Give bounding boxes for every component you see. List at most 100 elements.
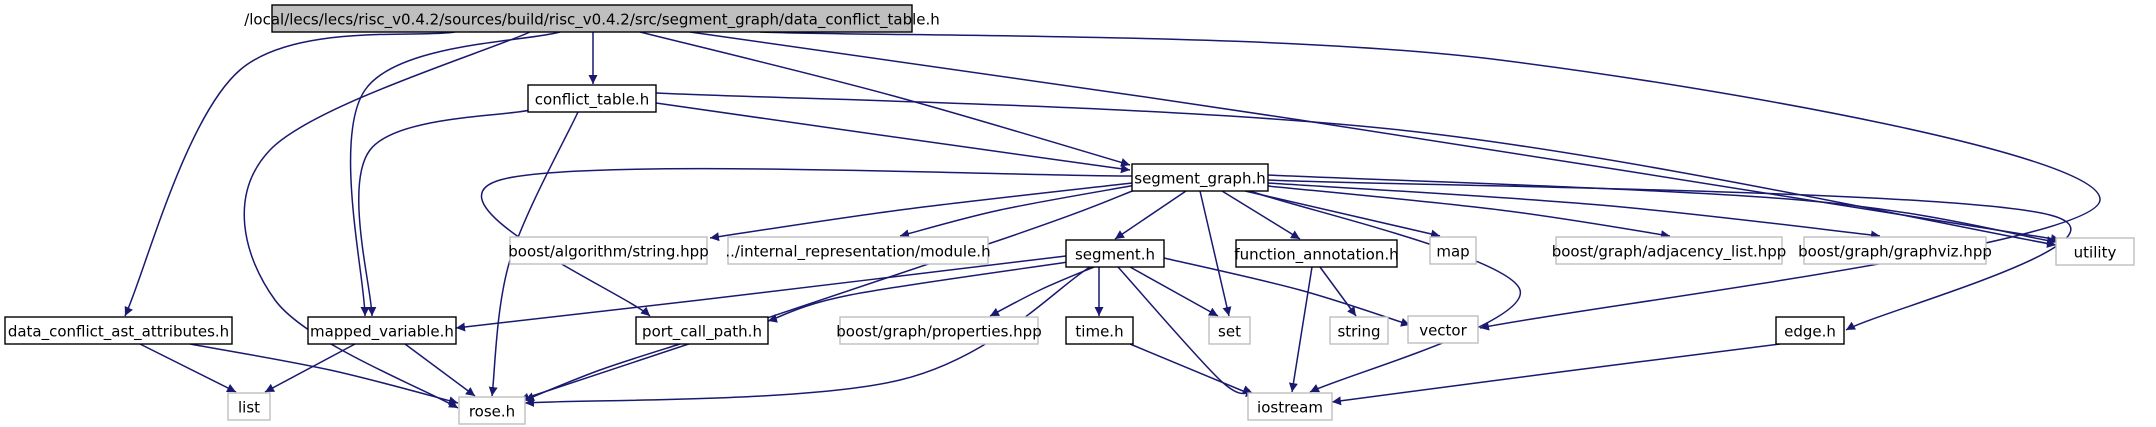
- node-set: set: [1208, 316, 1251, 345]
- node-boost_props: boost/graph/properties.hpp: [836, 316, 1042, 345]
- node-label: boost/algorithm/string.hpp: [508, 243, 708, 261]
- edge-root-to-vector: [759, 31, 2101, 331]
- node-list: list: [227, 392, 271, 421]
- edge-segment-to-mapped_variable: [455, 255, 1067, 332]
- edge-segment_graph-to-map: [1244, 190, 1441, 239]
- node-box: [839, 316, 1039, 345]
- node-time[interactable]: time.h: [1065, 316, 1134, 345]
- edge-segment_graph-to-boost_algo: [709, 182, 1133, 242]
- edge-time-to-iostream: [1129, 343, 1256, 397]
- node-box: [458, 396, 526, 425]
- node-internal_module: ../internal_representation/module.h: [725, 236, 991, 265]
- edge-segment-to-port_call_path: [767, 261, 1069, 323]
- edge-segment-to-iostream: [1117, 266, 1253, 395]
- edge-root-to-segment_graph: [639, 31, 1131, 167]
- node-label: ../internal_representation/module.h: [725, 243, 990, 262]
- node-box: [1803, 236, 1987, 265]
- edge-segment-to-vector: [1163, 257, 1411, 327]
- node-segment[interactable]: segment.h: [1065, 239, 1165, 268]
- edge-conflict_table-to-segment_graph: [655, 102, 1131, 174]
- edge-mapped_variable-to-rose: [404, 343, 476, 397]
- node-mapped_variable[interactable]: mapped_variable.h: [307, 316, 457, 345]
- edge-segment_graph-to-port_call_path: [480, 167, 1133, 317]
- node-label: boost/graph/adjacency_list.hpp: [1552, 243, 1787, 262]
- node-root[interactable]: /local/lecs/lecs/risc_v0.4.2/sources/bui…: [244, 4, 940, 33]
- node-box: [1775, 316, 1845, 345]
- edge-segment_graph-to-internal_module: [899, 184, 1137, 239]
- node-box: [1235, 239, 1398, 268]
- node-box: [1131, 163, 1269, 192]
- node-boost_algo: boost/algorithm/string.hpp: [508, 236, 709, 265]
- node-adjacency: boost/graph/adjacency_list.hpp: [1552, 236, 1787, 265]
- node-box: [1429, 236, 1477, 265]
- node-vector: vector: [1407, 315, 1479, 344]
- node-label: boost/graph/properties.hpp: [836, 323, 1041, 341]
- edge-segment_graph-to-iostream: [1249, 190, 1521, 393]
- node-label: segment.h: [1075, 246, 1155, 264]
- edge-edge-to-iostream: [1331, 343, 1781, 406]
- edge-function_annotation-to-string: [1319, 266, 1357, 317]
- node-label: segment_graph.h: [1134, 170, 1265, 189]
- node-label: function_annotation.h: [1234, 246, 1398, 265]
- edge-segment_graph-to-adjacency: [1267, 185, 1671, 240]
- node-edge[interactable]: edge.h: [1775, 316, 1845, 345]
- edge-function_annotation-to-iostream: [1288, 266, 1313, 393]
- node-label: data_conflict_ast_attributes.h: [8, 323, 229, 342]
- node-label: iostream: [1257, 399, 1323, 417]
- edge-segment_graph-to-utility: [1267, 174, 2057, 245]
- edge-root-to-utility: [689, 31, 2061, 244]
- node-box: [271, 4, 913, 33]
- edge-segment_graph-to-graphviz: [1267, 182, 1881, 240]
- node-utility: utility: [2055, 237, 2135, 266]
- edges-layer: [124, 31, 2101, 409]
- node-box: [1329, 316, 1389, 345]
- node-box: [635, 316, 769, 345]
- node-string: string: [1329, 316, 1389, 345]
- nodes-layer: /local/lecs/lecs/risc_v0.4.2/sources/bui…: [4, 4, 2135, 425]
- node-box: [307, 316, 457, 345]
- edge-segment-to-set: [1129, 266, 1219, 317]
- edge-data_conflict_ast-to-list: [139, 343, 237, 393]
- node-segment_graph[interactable]: segment_graph.h: [1131, 163, 1269, 192]
- edge-mapped_variable-to-list: [264, 343, 356, 393]
- node-label: utility: [2074, 244, 2117, 262]
- node-map: map: [1429, 236, 1477, 265]
- node-box: [1555, 236, 1783, 265]
- edge-root-to-mapped_variable: [349, 31, 561, 317]
- node-port_call_path[interactable]: port_call_path.h: [635, 316, 769, 345]
- edge-root-to-rose: [243, 31, 531, 409]
- node-label: /local/lecs/lecs/risc_v0.4.2/sources/bui…: [244, 11, 940, 30]
- edge-segment_graph-to-segment: [1114, 190, 1187, 240]
- node-label: list: [238, 399, 260, 417]
- edge-port_call_path-to-rose: [524, 343, 681, 401]
- edge-root-to-data_conflict_ast: [124, 31, 456, 317]
- node-box: [1065, 239, 1165, 268]
- node-box: [727, 236, 989, 265]
- node-label: edge.h: [1784, 323, 1836, 341]
- node-conflict_table[interactable]: conflict_table.h: [527, 84, 657, 113]
- node-box: [1208, 316, 1251, 345]
- edge-segment_graph-to-function_annotation: [1221, 190, 1301, 240]
- edge-data_conflict_ast-to-rose: [189, 343, 459, 406]
- node-box: [4, 316, 233, 345]
- node-box: [227, 392, 271, 421]
- node-label: conflict_table.h: [535, 91, 649, 110]
- node-graphviz: boost/graph/graphviz.hpp: [1798, 236, 1992, 265]
- node-label: boost/graph/graphviz.hpp: [1798, 243, 1992, 261]
- edge-segment-to-rose: [524, 266, 1091, 407]
- edge-conflict_table-to-utility: [655, 92, 2057, 248]
- node-label: map: [1436, 243, 1469, 261]
- node-rose: rose.h: [458, 396, 526, 425]
- node-function_annotation[interactable]: function_annotation.h: [1234, 239, 1399, 268]
- node-label: string: [1337, 323, 1380, 341]
- node-label: port_call_path.h: [642, 323, 762, 342]
- node-iostream: iostream: [1247, 392, 1333, 421]
- node-label: vector: [1419, 322, 1467, 340]
- node-data_conflict_ast[interactable]: data_conflict_ast_attributes.h: [4, 316, 233, 345]
- node-label: rose.h: [469, 403, 515, 421]
- node-box: [1247, 392, 1333, 421]
- node-box: [1407, 315, 1479, 344]
- node-box: [509, 236, 708, 265]
- node-box: [1065, 316, 1134, 345]
